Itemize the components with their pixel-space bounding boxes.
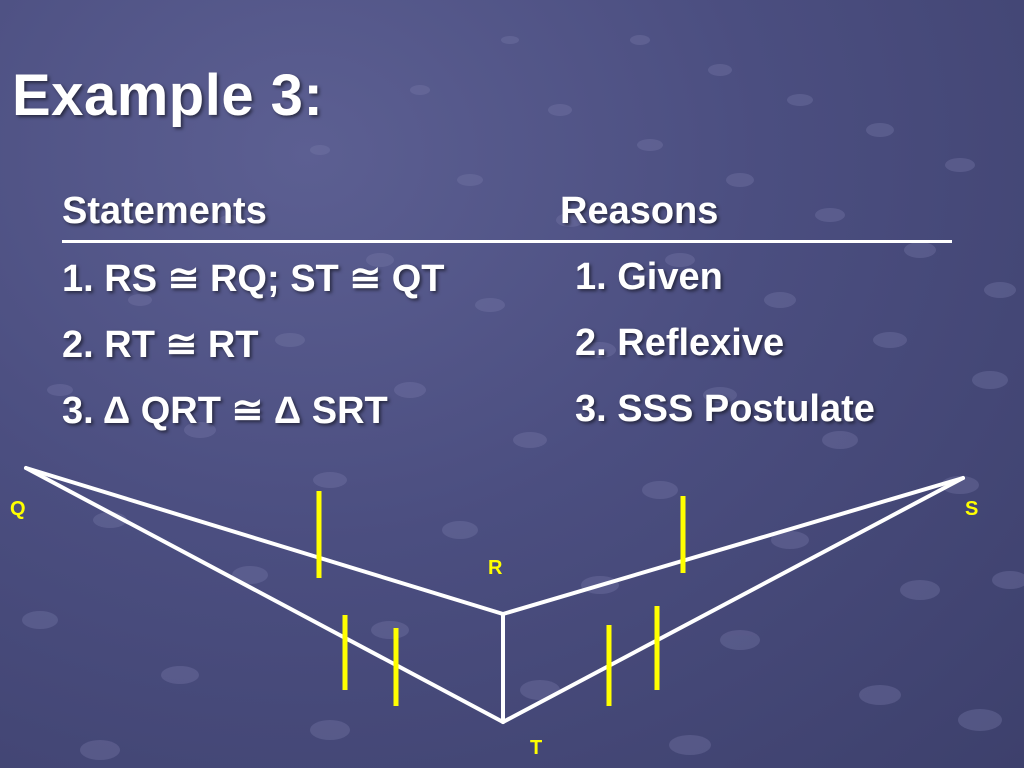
- reason-1: 1. Given: [575, 256, 723, 298]
- statement-3: 3. Δ QRT ≅ Δ SRT: [62, 390, 388, 432]
- vertex-label-r: R: [488, 557, 503, 579]
- vertex-label-s: S: [965, 498, 979, 520]
- segment-sr: [501, 476, 965, 616]
- proof-table-header: Statements Reasons: [62, 190, 952, 243]
- segment-qr: [24, 466, 505, 616]
- reasons-header: Reasons: [560, 190, 719, 232]
- vertex-label-q: Q: [10, 498, 26, 520]
- reason-2: 2. Reflexive: [575, 322, 785, 364]
- statement-1: 1. RS ≅ RQ; ST ≅ QT: [62, 258, 445, 300]
- statement-2: 2. RT ≅ RT: [62, 324, 259, 366]
- vertex-label-t: T: [530, 737, 543, 759]
- segment-st: [501, 476, 965, 724]
- statements-header: Statements: [62, 190, 267, 232]
- slide-title: Example 3:: [12, 63, 324, 128]
- segment-qt: [24, 466, 505, 724]
- reason-3: 3. SSS Postulate: [575, 388, 875, 430]
